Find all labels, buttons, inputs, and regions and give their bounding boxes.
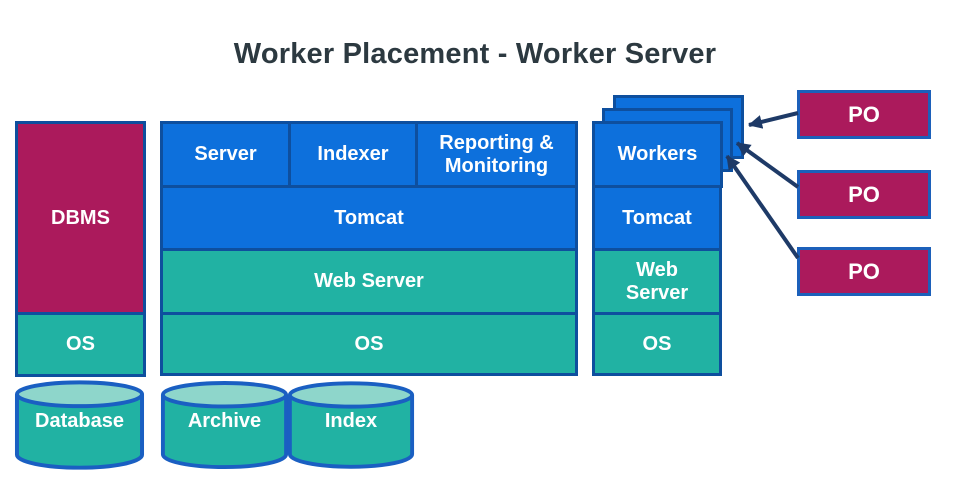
po-box-3: PO bbox=[797, 247, 931, 296]
os-left-label: OS bbox=[66, 333, 95, 355]
archive-cylinder-shape bbox=[160, 381, 289, 470]
po-arrow-2 bbox=[735, 141, 800, 189]
diagram-title: Worker Placement - Worker Server bbox=[233, 38, 717, 70]
po-3-label: PO bbox=[848, 258, 880, 284]
server-box: Server bbox=[160, 121, 291, 188]
os-middle-label: OS bbox=[354, 332, 384, 355]
reporting-monitoring-box: Reporting & Monitoring bbox=[415, 121, 578, 188]
web-server-box-middle: Web Server bbox=[160, 248, 578, 315]
archive-cylinder: Archive bbox=[159, 380, 290, 474]
web-server-box-right: Web Server bbox=[592, 248, 722, 315]
indexer-box: Indexer bbox=[288, 121, 418, 188]
tomcat-middle-label: Tomcat bbox=[334, 206, 404, 229]
database-cylinder: Database bbox=[13, 380, 146, 474]
po-arrow-3 bbox=[725, 154, 800, 260]
po-2-label: PO bbox=[848, 181, 880, 207]
tomcat-box-middle: Tomcat bbox=[160, 185, 578, 251]
archive-cylinder-label: Archive bbox=[187, 410, 262, 432]
index-cylinder: Index bbox=[286, 380, 416, 474]
os-box-middle: OS bbox=[160, 312, 578, 376]
workers-label: Workers bbox=[617, 143, 698, 165]
os-right-label: OS bbox=[642, 332, 672, 355]
tomcat-right-label: Tomcat bbox=[622, 206, 692, 229]
index-cylinder-shape bbox=[287, 381, 415, 469]
server-label: Server bbox=[194, 143, 257, 165]
tomcat-box-right: Tomcat bbox=[592, 185, 722, 251]
os-box-left: OS bbox=[15, 312, 146, 377]
os-box-right: OS bbox=[592, 312, 722, 376]
po-box-2: PO bbox=[797, 170, 931, 219]
po-box-1: PO bbox=[797, 90, 931, 139]
indexer-label: Indexer bbox=[317, 143, 389, 165]
workers-box: Workers bbox=[592, 121, 723, 188]
database-cylinder-label: Database bbox=[35, 410, 124, 432]
web-server-middle-label: Web Server bbox=[314, 270, 424, 292]
index-cylinder-label: Index bbox=[324, 410, 378, 432]
web-server-right-label: Web Server bbox=[625, 258, 689, 304]
dbms-label: DBMS bbox=[51, 206, 110, 229]
reporting-monitoring-label: Reporting & Monitoring bbox=[439, 131, 554, 177]
po-arrow-1 bbox=[748, 111, 799, 129]
dbms-box: DBMS bbox=[15, 121, 146, 315]
po-1-label: PO bbox=[848, 101, 880, 127]
database-cylinder-shape bbox=[14, 380, 145, 470]
